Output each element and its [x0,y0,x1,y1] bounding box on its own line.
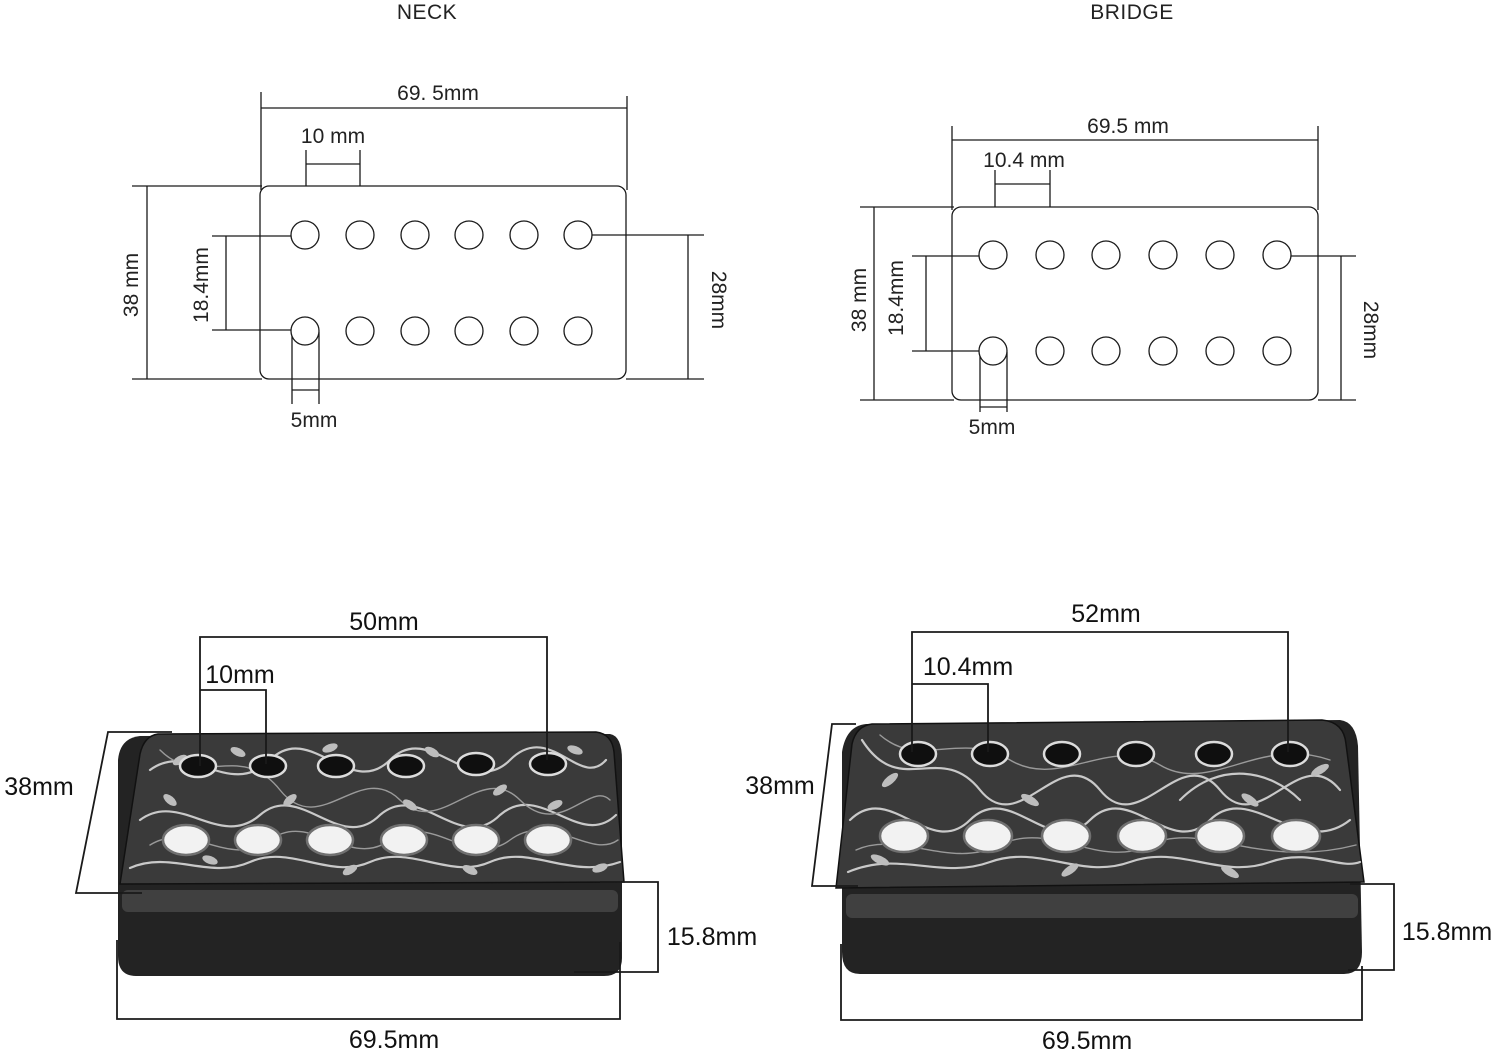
pole-hole [509,220,539,250]
bridge-cover-height-dim [1348,883,1395,971]
neck-diagram: NECK 69. 5mm 10 mm 38 mm 18.4mm 28mm 5m [120,1,730,432]
neck-hole-label: 5mm [291,409,338,432]
pole-hole [1205,336,1235,366]
cover-hole [248,753,288,779]
bridge-cover-span-label: 52mm [1071,600,1140,628]
cover-hole [305,823,355,857]
cover-hole [451,823,501,857]
neck-cover-photo: 50mm 10mm 38mm 15.8mm 69.5mm [4,608,757,1054]
bridge-cover-sheen [846,894,1358,918]
neck-title: NECK [397,1,457,24]
pole-hole [509,316,539,346]
pole-hole [1148,240,1178,270]
bridge-spacing-label: 10.4 mm [983,149,1065,172]
cover-hole [379,823,429,857]
cover-hole [1040,818,1092,854]
neck-height-label: 38 mm [120,253,143,317]
neck-mounting-plate [259,185,627,380]
neck-cover-span-dim [199,636,548,766]
neck-pole-holes [290,220,593,346]
pole-hole [454,316,484,346]
bridge-cover-spacing-label: 10.4mm [923,653,1013,681]
pole-hole [1148,336,1178,366]
cover-hole [878,818,930,854]
cover-hole [528,751,568,777]
cover-hole [316,753,356,779]
bridge-cover-length-label: 69.5mm [1042,1027,1132,1054]
pole-hole [400,316,430,346]
neck-cover-spacing-label: 10mm [205,661,274,689]
bridge-cover-depth-dim [810,723,858,887]
neck-cover-depth-label: 38mm [4,773,73,801]
cover-hole [178,753,218,779]
neck-width-label: 69. 5mm [397,82,479,105]
bridge-side-label: 28mm [1359,301,1382,359]
neck-cover-depth-dim [74,731,172,894]
cover-hole [233,823,283,857]
pole-hole [345,220,375,250]
cover-hole [456,751,496,777]
pole-hole [978,336,1008,366]
bridge-width-label: 69.5 mm [1087,115,1169,138]
bridge-height-label: 38 mm [848,268,871,332]
neck-cover-span-label: 50mm [349,608,418,636]
bridge-cover-length-dim [840,944,1363,1021]
neck-cover-height-label: 15.8mm [667,923,757,951]
cover-hole [970,740,1010,768]
pole-hole [1035,336,1065,366]
bridge-cover-holes [878,740,1322,854]
neck-cover-spacing-dim [200,689,267,764]
pole-hole [1205,240,1235,270]
neck-rowgap-label: 18.4mm [190,247,213,323]
pole-hole [290,220,320,250]
pole-hole [1035,240,1065,270]
cover-hole [1042,740,1082,768]
pole-hole [978,240,1008,270]
cover-hole [386,753,426,779]
bridge-cover-depth-label: 38mm [745,772,814,800]
cover-hole [1270,818,1322,854]
pole-hole [1091,240,1121,270]
bridge-cover-photo: 52mm 10.4mm 38mm 15.8mm 69.5mm [745,600,1492,1054]
pole-hole [1262,336,1292,366]
neck-side-label: 28mm [707,271,730,329]
pole-hole [345,316,375,346]
cover-hole [1116,740,1156,768]
bridge-title: BRIDGE [1090,1,1174,24]
cover-hole [1194,740,1234,768]
pole-hole [454,220,484,250]
pole-hole [1262,240,1292,270]
bridge-filigree-pattern [846,734,1362,879]
cover-hole [898,740,938,768]
pole-hole [400,220,430,250]
pole-hole [563,220,593,250]
pole-hole [290,316,320,346]
neck-cover-length-label: 69.5mm [349,1026,439,1054]
cover-hole [962,818,1014,854]
bridge-cover-height-label: 15.8mm [1402,918,1492,946]
bridge-diagram: BRIDGE 69.5 mm 10.4 mm 38 mm 18.4mm 28mm [848,1,1382,439]
bridge-hole-label: 5mm [969,416,1016,439]
cover-hole [1270,740,1310,768]
bridge-cover-spacing-dim [912,683,989,752]
cover-hole [1194,818,1246,854]
neck-spacing-label: 10 mm [301,125,365,148]
bridge-cover-span-dim [911,631,1289,752]
cover-hole [523,823,573,857]
neck-cover-holes [161,751,573,857]
pole-hole [1091,336,1121,366]
neck-cover-length-dim [116,940,621,1020]
neck-cover-sheen [122,890,618,912]
neck-cover-height-dim [574,881,659,973]
pole-hole [563,316,593,346]
bridge-rowgap-label: 18.4mm [885,260,908,336]
cover-hole [161,823,211,857]
cover-hole [1116,818,1168,854]
bridge-pole-holes [978,240,1292,366]
